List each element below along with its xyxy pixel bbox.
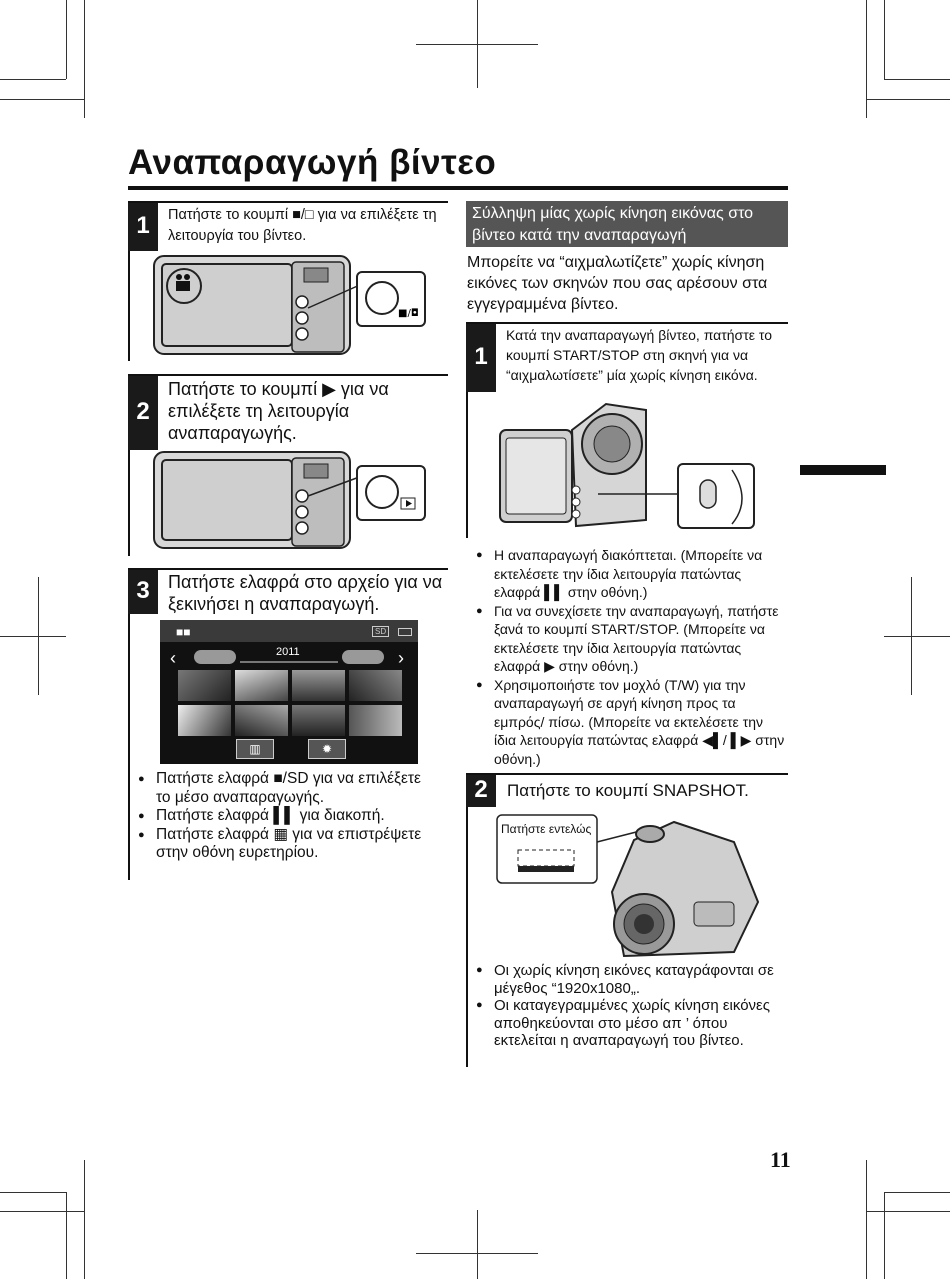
step-rule bbox=[128, 201, 448, 203]
chapter-tab bbox=[800, 465, 886, 475]
bullet-item: Πατήστε ελαφρά ▦ για να επιστρέψετε στην… bbox=[138, 826, 438, 863]
svg-text:■/◘: ■/◘ bbox=[398, 308, 419, 319]
crop-mark bbox=[84, 0, 85, 118]
bullet-item: Η αναπαραγωγή διακόπτεται. (Μπορείτε να … bbox=[476, 546, 786, 602]
screen-top-bar bbox=[160, 620, 418, 642]
left-bullets: Πατήστε ελαφρά ■/SD για να επιλέξετε το … bbox=[138, 770, 438, 863]
crop-mark bbox=[884, 1192, 950, 1193]
r-step-2-text: Πατήστε το κουμπί SNAPSHOT. bbox=[507, 781, 749, 800]
thumbnail[interactable] bbox=[292, 670, 345, 701]
timeline-bar bbox=[240, 661, 338, 663]
thumbnail[interactable] bbox=[235, 705, 288, 736]
step-rule bbox=[466, 322, 788, 324]
step-rule bbox=[128, 568, 448, 570]
step-2-text: Πατήστε το κουμπί ▶ για να επιλέξετε τη … bbox=[168, 379, 389, 443]
step-number: 2 bbox=[128, 374, 158, 450]
crop-mark bbox=[866, 1160, 867, 1279]
crop-mark bbox=[911, 577, 912, 695]
media-select-icon[interactable]: ✹ bbox=[308, 739, 346, 759]
bullet-item: Για να συνεχίσετε την αναπαραγωγή, πατήσ… bbox=[476, 602, 786, 676]
thumbnail-grid bbox=[178, 670, 402, 736]
crop-mark bbox=[866, 0, 867, 118]
step-rule bbox=[466, 392, 468, 538]
thumbnail[interactable] bbox=[292, 705, 345, 736]
crop-mark bbox=[66, 1192, 67, 1279]
crop-mark bbox=[38, 577, 39, 695]
step-1-text: Πατήστε το κουμπί ■/□ για να επιλέξετε τ… bbox=[168, 207, 437, 244]
thumbnail[interactable] bbox=[235, 670, 288, 701]
thumbnail[interactable] bbox=[349, 670, 402, 701]
crop-mark bbox=[866, 1211, 950, 1212]
date-button[interactable] bbox=[194, 650, 236, 664]
step-rule bbox=[128, 251, 130, 361]
step-number: 1 bbox=[128, 201, 158, 251]
page-title: Αναπαραγωγή βίντεο bbox=[128, 143, 497, 182]
crop-mark bbox=[84, 1160, 85, 1279]
step-rule bbox=[128, 374, 448, 376]
step-rule bbox=[466, 773, 788, 775]
r-bullets-2: Οι χωρίς κίνηση εικόνες καταγράφονται σε… bbox=[476, 962, 786, 1050]
date-button[interactable] bbox=[342, 650, 384, 664]
year-label: 2011 bbox=[276, 646, 300, 658]
crop-mark bbox=[884, 636, 950, 637]
crop-mark bbox=[66, 0, 67, 79]
r-bullets-1: Η αναπαραγωγή διακόπτεται. (Μπορείτε να … bbox=[476, 546, 786, 768]
step-number: 1 bbox=[466, 322, 496, 392]
section-header: Σύλληψη μίας χωρίς κίνηση εικόνας στο βί… bbox=[466, 201, 788, 247]
bullet-item: Οι καταγεγραμμένες χωρίς κίνηση εικόνες … bbox=[476, 997, 786, 1050]
crop-mark bbox=[884, 1192, 885, 1279]
crop-mark bbox=[884, 0, 885, 79]
crop-mark bbox=[0, 99, 84, 100]
crop-mark bbox=[884, 79, 950, 80]
step-rule bbox=[466, 807, 468, 1067]
title-rule bbox=[128, 186, 788, 190]
bullet-item: Οι χωρίς κίνηση εικόνες καταγράφονται σε… bbox=[476, 962, 786, 997]
battery-icon bbox=[398, 628, 412, 636]
crop-mark bbox=[477, 0, 478, 88]
crop-mark bbox=[866, 99, 950, 100]
crop-mark bbox=[0, 636, 66, 637]
thumbnail[interactable] bbox=[349, 705, 402, 736]
camera-back-illustration: ■/◘ bbox=[153, 255, 426, 355]
sd-card-icon: SD bbox=[372, 626, 390, 637]
step-rule bbox=[128, 614, 130, 880]
bullet-item: Χρησιμοποιήστε τον μοχλό (T/W) για την α… bbox=[476, 676, 786, 769]
step-number: 2 bbox=[466, 773, 496, 807]
prev-arrow-icon[interactable]: ‹ bbox=[170, 648, 176, 668]
section-intro: Μπορείτε να “αιχμαλωτίζετε” χωρίς κίνηση… bbox=[467, 254, 768, 313]
thumbnail[interactable] bbox=[178, 705, 231, 736]
thumbnail[interactable] bbox=[178, 670, 231, 701]
r-step-1-text: Κατά την αναπαραγωγή βίντεο, πατήστε το … bbox=[506, 327, 772, 383]
video-mode-icon: ■■ bbox=[176, 625, 191, 639]
page-number: 11 bbox=[770, 1147, 791, 1172]
bullet-item: Πατήστε ελαφρά ▌▌ για διακοπή. bbox=[138, 807, 438, 826]
step-3-text: Πατήστε ελαφρά στο αρχείο για να ξεκινήσ… bbox=[168, 572, 443, 614]
index-screen: ■■ SD ‹ › 2011 ▥ ✹ bbox=[160, 620, 418, 764]
step-rule bbox=[128, 450, 130, 556]
crop-mark bbox=[0, 79, 66, 80]
crop-mark bbox=[477, 1210, 478, 1279]
crop-mark bbox=[0, 1211, 84, 1212]
next-arrow-icon[interactable]: › bbox=[398, 648, 404, 668]
camera-back-illustration bbox=[153, 451, 426, 549]
crop-mark bbox=[0, 1192, 66, 1193]
trash-icon[interactable]: ▥ bbox=[236, 739, 274, 759]
camcorder-illustration bbox=[499, 402, 755, 529]
step-number: 3 bbox=[128, 568, 158, 614]
callout-label: Πατήστε εντελώς bbox=[501, 822, 592, 836]
bullet-item: Πατήστε ελαφρά ■/SD για να επιλέξετε το … bbox=[138, 770, 438, 807]
